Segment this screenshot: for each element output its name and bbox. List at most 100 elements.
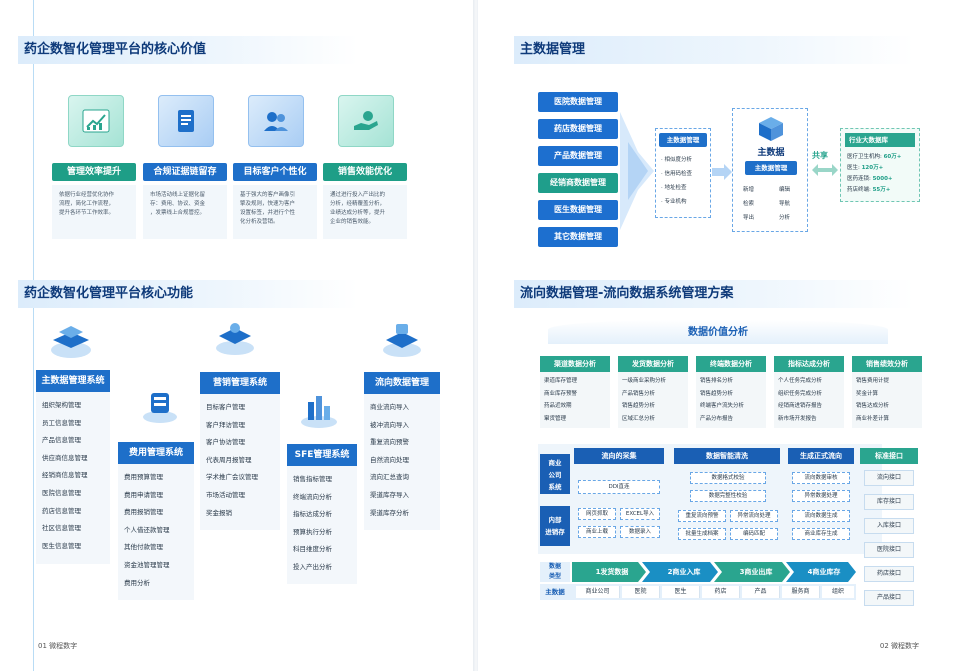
system-marketing-title: 营销管理系统 (200, 372, 280, 394)
mdm-check-box: 主数据管理 · 相似度分析 · 信用码检查 · 地址检查 · 专业机构 (655, 128, 711, 218)
system-sfe-title: SFE管理系统 (287, 444, 357, 466)
source-business-system: 商业公司系统 (540, 454, 570, 494)
right-page: 主数据管理 医院数据管理 药店数据管理 产品数据管理 经销商数据管理 医生数据管… (478, 0, 953, 671)
system-master-data-list: 组织架构管理员工信息管理产品信息管理供应商信息管理经销商信息管理医院信息管理药店… (36, 392, 110, 564)
formal-exception: 异常数据处理 (792, 490, 850, 502)
flow-steps-arrow (572, 562, 856, 582)
industry-db-box: 行业大数据库 医疗卫生机构: 60万+ 医生: 120万+ 医药连锁: 5000… (840, 128, 920, 202)
value-desc-sales: 通过进行投入产出比的分析，经精覆盖分析，业绩达成分析等，提升企业的销售效能。 (323, 185, 407, 239)
right-arrow-icon (712, 164, 732, 180)
flow-step-2: 2商业入库 (667, 568, 701, 576)
value-tag-compliance: 合规证据链留存 (143, 163, 227, 181)
chart-growth-icon (82, 109, 110, 133)
share-label: 共享 (812, 151, 828, 160)
system-marketing: 营销管理系统 目标客户管理客户拜访管理客户协访管理代表周月报管理学术推广会议管理… (200, 372, 280, 530)
system-sfe: SFE管理系统 销售指标管理终端流向分析指标达成分析预算执行分析科目维度分析投入… (287, 444, 357, 584)
formal-generate: 流向数据生成 (792, 510, 850, 522)
system-flow-data-title: 流向数据管理 (364, 372, 440, 394)
flow-cat-channel: 渠道数据分析 渠道库存管理商业库存预警药品近效期窜货管理 (540, 356, 610, 428)
flow-step-1: 1发货数据 (595, 568, 629, 576)
formal-stock: 商业库存生成 (792, 528, 850, 540)
std-pharmacy-interface: 药店接口 (864, 566, 914, 582)
entity-hospital: 医院 (622, 586, 660, 598)
industry-db-title: 行业大数据库 (845, 133, 915, 147)
value-analysis-title: 数据价值分析 (548, 320, 888, 344)
right-footer: 02 微程数字 (879, 642, 919, 650)
flow-step-3: 3商业出库 (739, 568, 773, 576)
system-expense-list: 费用预算管理费用申请管理费用报销管理个人借还款管理其他付款管理资金池管理管理费用… (118, 464, 194, 600)
master-btn-distributor: 经销商数据管理 (538, 173, 618, 193)
value-desc-compliance: 市场活动线上证据化留存：费用、协议、资金，发票线上合规管控。 (143, 185, 227, 239)
clean-integrity: 数据完整性校验 (690, 490, 766, 502)
master-core-box: 主数据 主数据管理 新增检索导出 编辑导航分析 (732, 108, 808, 232)
collect-upload: 商业上载 (578, 526, 616, 538)
std-interface-title: 标准接口 (860, 448, 918, 464)
master-btn-pharmacy: 药店数据管理 (538, 119, 618, 139)
std-product-interface: 产品接口 (864, 590, 914, 606)
formal-title: 生成正式流向 (788, 448, 854, 464)
master-core-tag: 主数据管理 (745, 161, 797, 175)
value-tag-sales: 销售效能优化 (323, 163, 407, 181)
system-master-data-title: 主数据管理系统 (36, 370, 110, 392)
source-internal-inventory: 内部进销存 (540, 506, 570, 546)
flow-cat-target: 指标达成分析 个人任务完成分析组织任务完成分析经销商进销存报告新市场开发报告 (774, 356, 844, 428)
clean-code-match: 编码匹配 (730, 528, 778, 540)
master-btn-other: 其它数据管理 (538, 227, 618, 247)
double-arrow-icon (812, 164, 838, 176)
cube-stack-icon (759, 117, 783, 141)
left-footer: 01 微程数字 (38, 642, 78, 650)
master-section-title: 主数据管理 (514, 36, 914, 64)
system-expense: 费用管理系统 费用预算管理费用申请管理费用报销管理个人借还款管理其他付款管理资金… (118, 442, 194, 600)
flow-step-4: 4商业库存 (807, 568, 841, 576)
collect-excel: EXCEL导入 (620, 508, 660, 520)
clean-archive: 批量生成档案 (678, 528, 726, 540)
users-icon (264, 112, 288, 131)
master-core-title: 主数据 (757, 148, 785, 158)
entity-doctor: 医生 (662, 586, 700, 598)
value-icon-customer (248, 95, 304, 147)
std-inbound-interface: 入库接口 (864, 518, 914, 534)
entity-pharmacy: 药店 (702, 586, 740, 598)
book-spine (473, 0, 479, 671)
flow-cat-performance: 销售绩效分析 销售费用计提奖金计算销售达成分析商业补差计算 (852, 356, 922, 428)
value-icon-sales (338, 95, 394, 147)
clean-format: 数据格式校验 (690, 472, 766, 484)
coin-stack-icon (143, 393, 177, 423)
mdm-check-title: 主数据管理 (659, 133, 707, 147)
flow-cat-terminal: 终端数据分析 销售排名分析销售趋势分析终端客户流失分析产品分布报告 (696, 356, 766, 428)
flow-cat-shipment: 发货数据分析 一级商业采购分析产品销售分析销售趋势分析区域汇总分析 (618, 356, 688, 428)
value-icon-efficiency (68, 95, 124, 147)
value-desc-efficiency: 依据行业经营优化协作流程，简化工作流程，提升各环节工作效率。 (52, 185, 136, 239)
clean-abnormal: 异常流向处理 (730, 510, 778, 522)
collect-ddi: DDI直连 (578, 480, 660, 494)
merge-arrow-icon (620, 112, 654, 230)
value-tag-customer: 目标客户个性化 (233, 163, 317, 181)
building-chart-icon (301, 396, 337, 428)
std-stock-interface: 库存接口 (864, 494, 914, 510)
system-master-data: 主数据管理系统 组织架构管理员工信息管理产品信息管理供应商信息管理经销商信息管理… (36, 370, 110, 564)
master-btn-hospital: 医院数据管理 (538, 92, 618, 112)
clean-duplicate: 重复流向预警 (678, 510, 726, 522)
marketing-platform-icon (216, 323, 254, 355)
master-btn-doctor: 医生数据管理 (538, 200, 618, 220)
std-flow-interface: 流向接口 (864, 470, 914, 486)
system-sfe-list: 销售指标管理终端流向分析指标达成分析预算执行分析科目维度分析投入产出分析 (287, 466, 357, 584)
formal-review: 流向数据审核 (792, 472, 850, 484)
data-type-label: 数据类型 (540, 562, 570, 582)
left-page: 药企数智化管理平台的核心价值 管理效率提升 合规证据链留存 目标客户个性化 销售… (0, 0, 474, 671)
data-flow-platform-icon (383, 324, 421, 357)
left-margin-line (33, 0, 34, 671)
master-btn-product: 产品数据管理 (538, 146, 618, 166)
system-flow-data-list: 商业流向导入被冲流向导入重复流向预警自然流向处理流向汇总查询渠道库存导入渠道库存… (364, 394, 440, 530)
flow-section-title: 流向数据管理-流向数据系统管理方案 (514, 280, 914, 308)
value-desc-customer: 基于强大的客户画像引擎及规则，快速为客户设置标签，并进行个性化分析及营销。 (233, 185, 317, 239)
system-expense-title: 费用管理系统 (118, 442, 194, 464)
document-icon (178, 110, 194, 132)
func-section-title: 药企数智化管理平台核心功能 (18, 280, 358, 308)
collect-title: 流向的采集 (574, 448, 664, 464)
hand-coin-icon (354, 111, 378, 130)
system-flow-data: 流向数据管理 商业流向导入被冲流向导入重复流向预警自然流向处理流向汇总查询渠道库… (364, 372, 440, 530)
entity-provider: 服务商 (782, 586, 820, 598)
database-platform-icon (51, 326, 91, 358)
value-tag-efficiency: 管理效率提升 (52, 163, 136, 181)
